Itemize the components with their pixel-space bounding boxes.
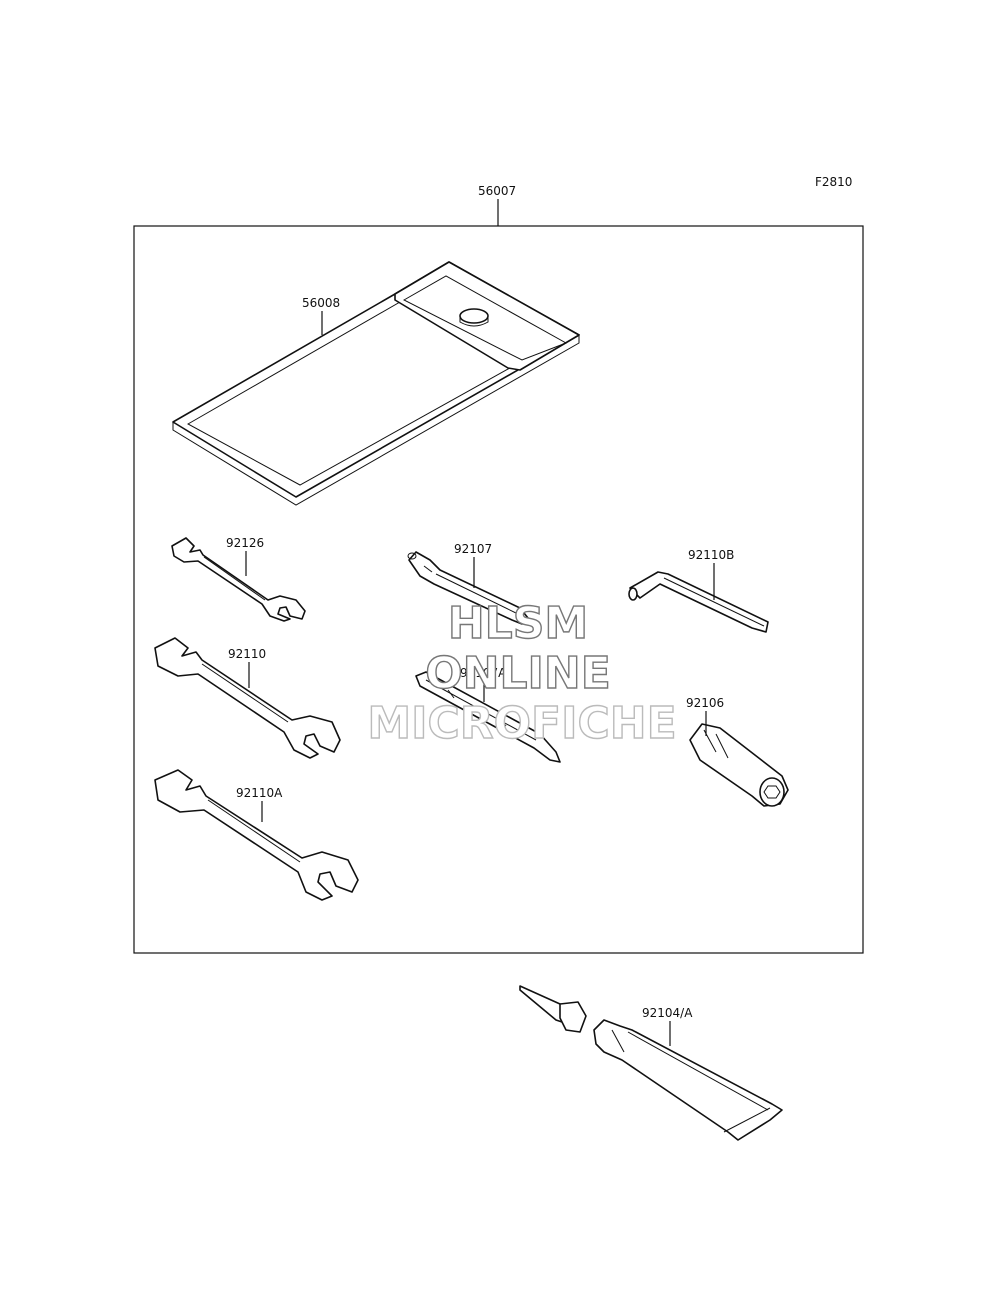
- watermark-line1: HLSM: [448, 598, 588, 649]
- callout-56008[interactable]: 56008: [302, 296, 340, 310]
- callout-92110A[interactable]: 92110A: [236, 786, 283, 800]
- callout-92110B[interactable]: 92110B: [688, 548, 734, 562]
- watermark-line3: MICROFICHE: [367, 698, 676, 749]
- figure-code: F2810: [815, 175, 852, 189]
- wrench-medium[interactable]: [154, 637, 341, 759]
- screwdriver-grip[interactable]: [407, 551, 529, 625]
- callout-92110[interactable]: 92110: [228, 647, 266, 661]
- watermark-line2: ONLINE: [425, 648, 611, 699]
- callout-56007[interactable]: 56007: [478, 184, 516, 198]
- wrench-small[interactable]: [171, 537, 306, 622]
- kit-frame: [133, 225, 864, 954]
- grease-tube[interactable]: [519, 985, 783, 1141]
- tool-pouch[interactable]: [172, 261, 580, 506]
- callout-92104A[interactable]: 92104/A: [642, 1006, 693, 1020]
- screwdriver-bit[interactable]: [415, 671, 561, 763]
- wrench-large[interactable]: [154, 769, 359, 901]
- callout-92107[interactable]: 92107: [454, 542, 492, 556]
- callout-92107A[interactable]: 92107A: [460, 666, 507, 680]
- callout-92106[interactable]: 92106: [686, 696, 724, 710]
- hex-wrench[interactable]: [628, 571, 769, 633]
- callout-92126[interactable]: 92126: [226, 536, 264, 550]
- socket-wrench[interactable]: [689, 723, 789, 807]
